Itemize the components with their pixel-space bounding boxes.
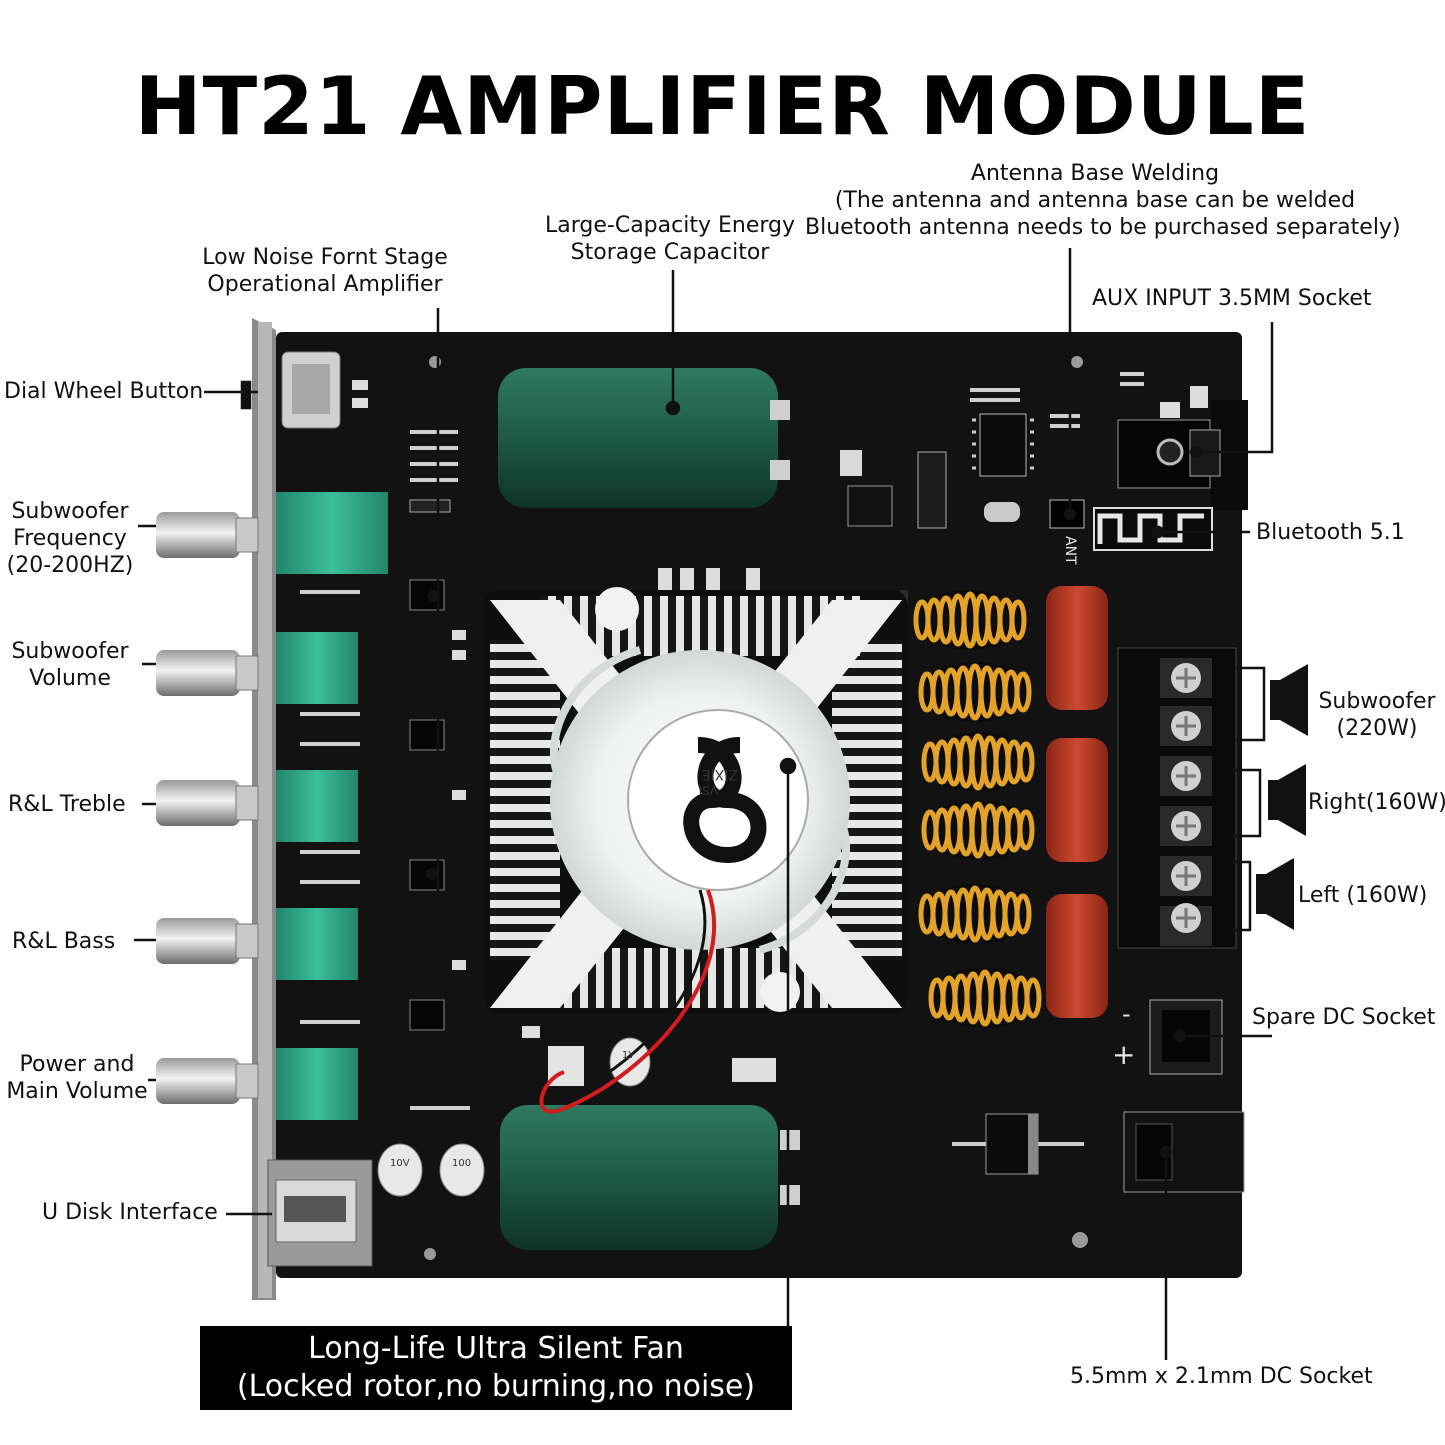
cap-label-2: 100: [452, 1158, 471, 1169]
label-sub-frequency-line-1: Subwoofer: [11, 499, 129, 524]
label-spare-dc: Spare DC Socket: [1252, 1005, 1436, 1030]
label-u-disk: U Disk Interface: [42, 1200, 218, 1225]
label-left-output: Left (160W): [1298, 883, 1428, 908]
label-right-output: Right(160W): [1308, 790, 1445, 815]
dc-jack-part: [1123, 1111, 1245, 1193]
page-title: HT21 AMPLIFIER MODULE: [134, 60, 1311, 153]
label-dial-wheel: Dial Wheel Button: [4, 379, 204, 404]
label-power-volume-line-2: Main Volume: [6, 1079, 148, 1104]
label-power-volume: Power and Main Volume: [4, 1051, 150, 1105]
label-sub-frequency-line-2: Frequency: [13, 526, 127, 551]
inductor-3: [921, 732, 1035, 792]
label-antenna-base-line-3: Bluetooth antenna needs to be purchased …: [805, 215, 1401, 240]
large-capacitor-top: [498, 368, 790, 508]
inductor-4: [921, 800, 1035, 860]
label-bluetooth: Bluetooth 5.1: [1256, 520, 1405, 545]
label-capacitor-line-2: Storage Capacitor: [570, 240, 770, 265]
label-bass: R&L Bass: [12, 929, 116, 954]
smd-components: [352, 380, 1208, 1086]
label-capacitor: Large-Capacity Energy Storage Capacitor: [520, 212, 820, 266]
cooling-fan: [549, 587, 851, 1012]
inductor-5: [918, 884, 1032, 944]
label-op-amp-line-1: Low Noise Fornt Stage: [202, 245, 448, 270]
cap-label-1: 10V: [390, 1158, 410, 1169]
label-antenna-base: Antenna Base Welding (The antenna and an…: [805, 160, 1401, 241]
label-sub-frequency: Subwoofer Frequency (20-200HZ): [4, 498, 136, 579]
dial-wheel: [281, 351, 341, 429]
label-sub-frequency-line-3: (20-200HZ): [6, 553, 134, 578]
knobs: [156, 512, 259, 1104]
inductor-1: [913, 590, 1027, 650]
fan-hub-brand: ZIXIE: [702, 766, 738, 782]
inductor-6: [928, 968, 1042, 1028]
label-op-amp: Low Noise Fornt Stage Operational Amplif…: [190, 244, 460, 298]
film-capacitors: [1046, 586, 1108, 1018]
mounting-holes: [424, 356, 1088, 1260]
fan-callout-box: Long-Life Ultra Silent Fan (Locked rotor…: [200, 1326, 792, 1410]
fan-wire: [539, 889, 716, 1114]
label-sub-output: Subwoofer (220W): [1312, 688, 1442, 742]
label-sub-output-line-2: (220W): [1336, 716, 1418, 741]
label-antenna-base-line-2: (The antenna and antenna base can be wel…: [834, 188, 1356, 213]
fan-hub-sub: VSI: [699, 783, 718, 797]
inductor-2: [918, 662, 1032, 722]
leader-lines: [134, 248, 1274, 1360]
speaker-terminal-block: [1117, 647, 1237, 949]
label-sub-volume: Subwoofer Volume: [4, 638, 136, 692]
front-panel: [252, 318, 276, 1300]
label-sub-output-line-1: Subwoofer: [1318, 689, 1436, 714]
plus-marking: +: [1112, 1038, 1135, 1071]
ant-marking: ANT: [1062, 536, 1078, 565]
label-capacitor-line-1: Large-Capacity Energy: [545, 213, 795, 238]
small-capacitors: [377, 1037, 651, 1197]
aux-socket: [1117, 419, 1221, 489]
diode: [952, 1113, 1084, 1175]
minus-marking: -: [1122, 1000, 1131, 1028]
cap-label-3: 1Y: [622, 1050, 635, 1061]
label-sub-volume-line-2: Volume: [29, 666, 111, 691]
usb-port: [267, 1159, 373, 1267]
fan-callout-line-1: Long-Life Ultra Silent Fan: [308, 1331, 684, 1366]
inductors: [913, 590, 1042, 1028]
speaker-icons: [1256, 664, 1308, 930]
bluetooth-ic: [972, 413, 1034, 477]
board-markings: ANT - + ZIXIE VSI 10V 100 1Y: [390, 536, 1135, 1169]
label-aux-input: AUX INPUT 3.5MM Socket: [1092, 286, 1372, 311]
label-antenna-base-line-1: Antenna Base Welding: [970, 161, 1220, 186]
label-dc-socket: 5.5mm x 2.1mm DC Socket: [1070, 1364, 1373, 1389]
label-power-volume-line-1: Power and: [19, 1052, 135, 1077]
fan-callout-line-2: (Locked rotor,no burning,no noise): [236, 1369, 756, 1404]
label-op-amp-line-2: Operational Amplifier: [207, 272, 443, 297]
label-treble: R&L Treble: [8, 792, 126, 817]
large-capacitor-bottom: [500, 1105, 800, 1250]
label-sub-volume-line-1: Subwoofer: [11, 639, 129, 664]
potentiometers: [276, 492, 388, 1120]
